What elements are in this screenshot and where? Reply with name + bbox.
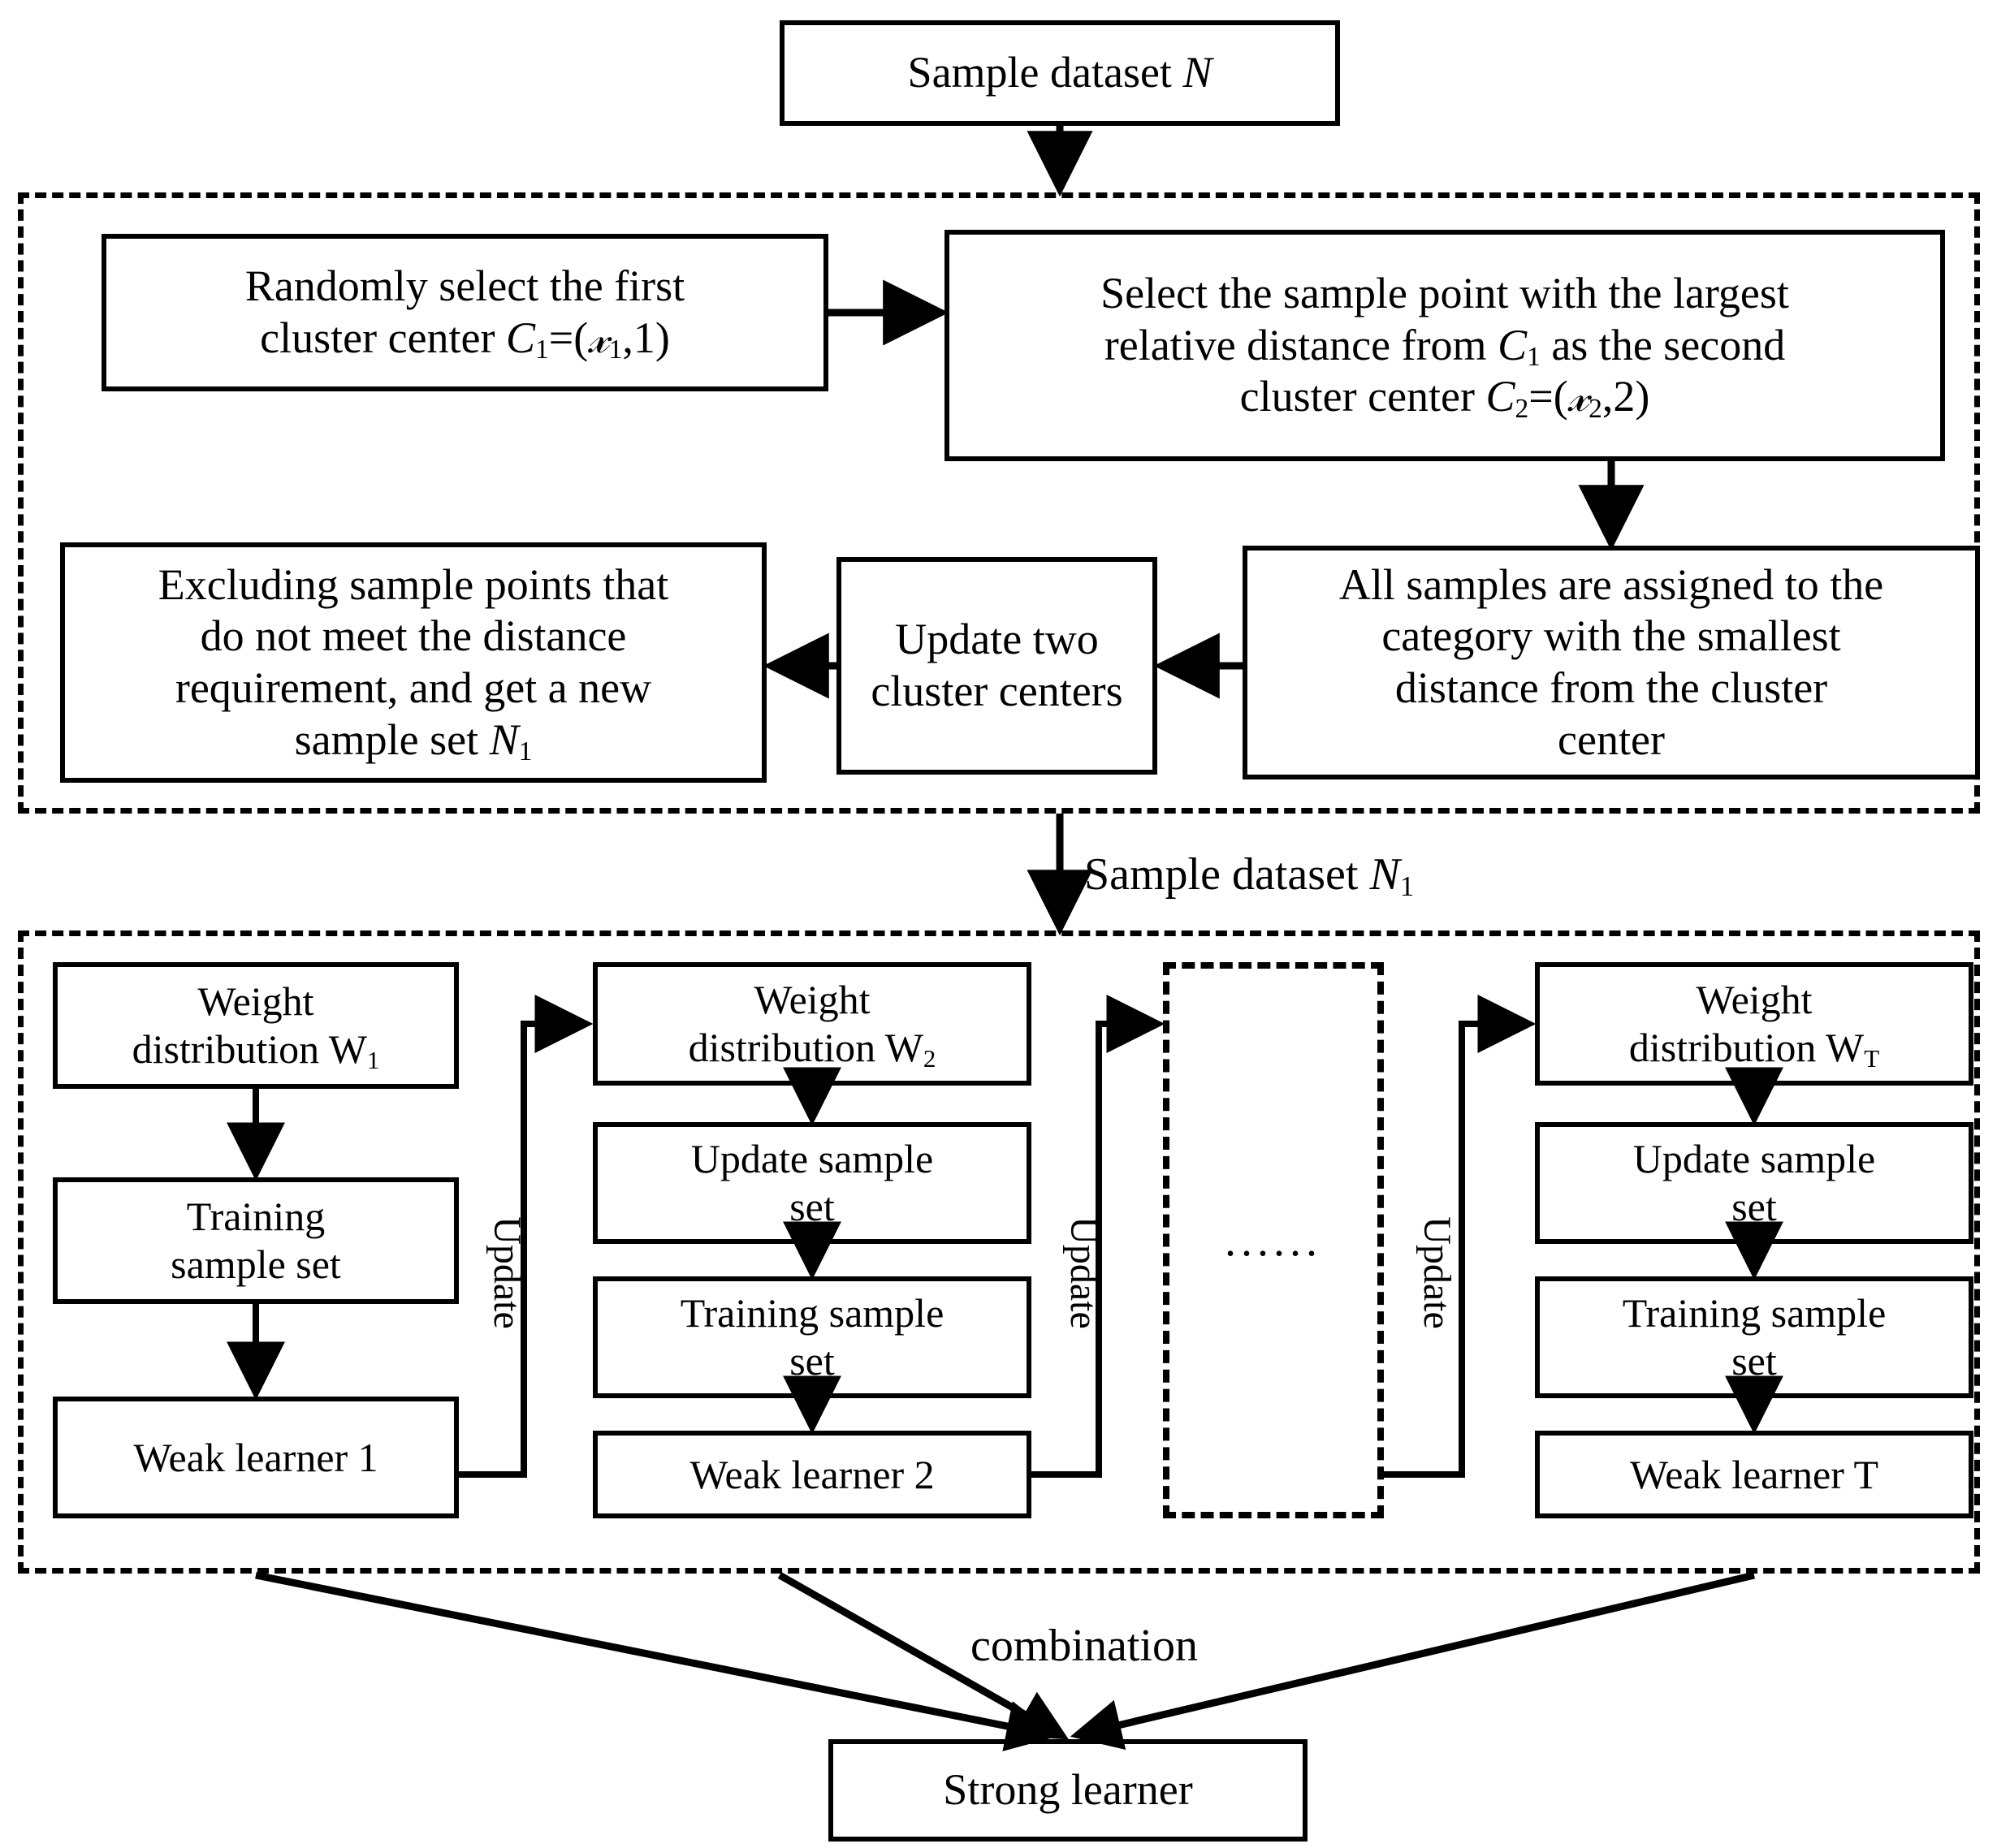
node-weak-learner-1: Weak learner 1 <box>53 1397 459 1518</box>
node-ellipsis-placeholder: ...... <box>1163 962 1384 1518</box>
node-strong-learner: Strong learner <box>828 1739 1308 1842</box>
boosting-stage-group <box>18 930 1980 1574</box>
edge-label-sample-dataset-n1: Sample dataset N1 <box>1084 849 1415 902</box>
node-sample-dataset-n: Sample dataset N <box>780 20 1340 126</box>
node-label: Weak learner T <box>1630 1451 1878 1497</box>
node-label: Sample dataset N <box>907 48 1212 97</box>
arrow-weak1-to-strong <box>255 1571 1058 1751</box>
edge-label-update-1: Update <box>485 1216 529 1329</box>
ellipsis-dots: ...... <box>1225 1215 1322 1266</box>
cluster-stage-group <box>18 192 1980 814</box>
edge-label-update-2: Update <box>1061 1216 1105 1329</box>
node-label: Select the sample point with the largest… <box>1100 268 1789 424</box>
node-label: Weak learner 2 <box>689 1451 935 1497</box>
edge-label-combination: combination <box>970 1621 1198 1671</box>
node-label: Weak learner 1 <box>133 1434 378 1480</box>
node-label: Strong learner <box>943 1765 1193 1815</box>
edge-label-update-3: Update <box>1415 1216 1459 1329</box>
node-second-center: Select the sample point with the largest… <box>944 230 1945 461</box>
node-weak-learner-2: Weak learner 2 <box>593 1431 1031 1518</box>
node-weak-learner-t: Weak learner T <box>1535 1431 1973 1518</box>
